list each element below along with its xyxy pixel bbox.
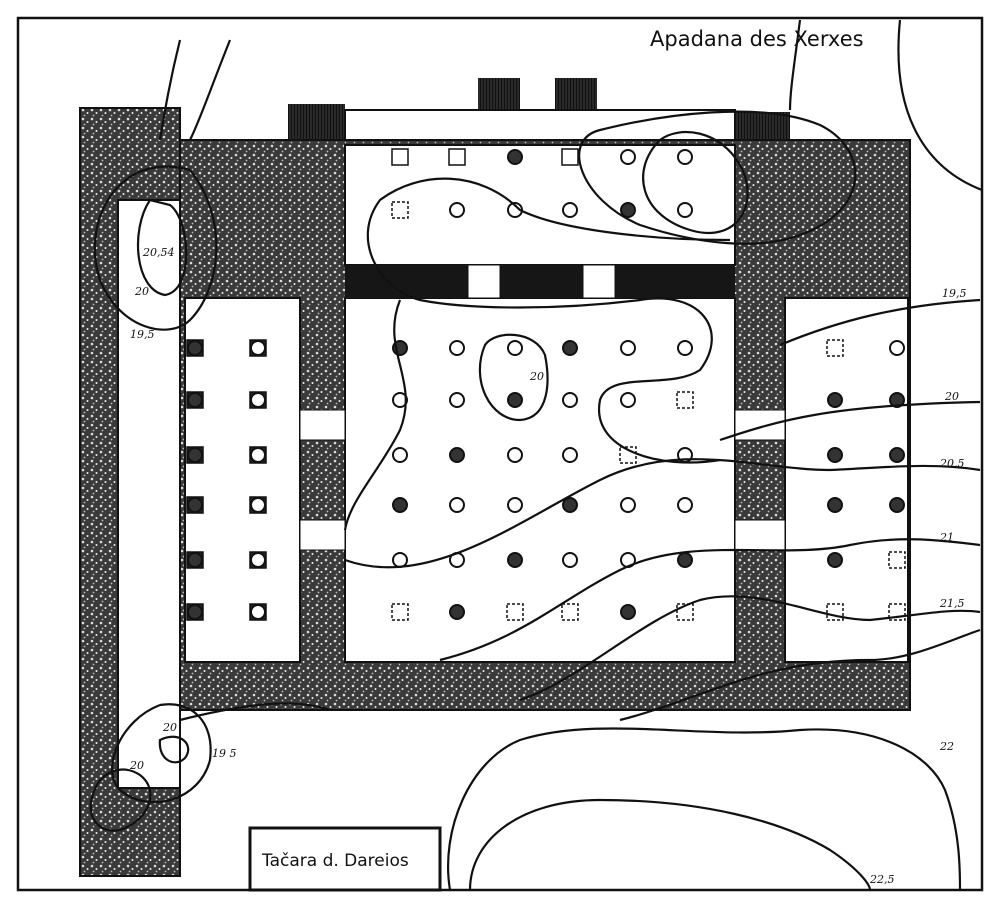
column-socket <box>561 148 579 166</box>
contour-label: 20,5 <box>939 457 965 470</box>
column-base <box>392 447 408 463</box>
column-socket <box>391 201 409 219</box>
stairs <box>288 78 790 143</box>
column-base <box>187 392 203 408</box>
column-base <box>250 447 266 463</box>
contour-labels: 20,54 20 19,5 20 20 20 19 5 19,5 20 20,5… <box>129 246 967 886</box>
column-base <box>827 552 843 568</box>
column-base <box>562 497 578 513</box>
column-base <box>449 604 465 620</box>
contour-label: 20 <box>134 285 149 298</box>
column-socket <box>826 339 844 357</box>
tacara-building: Tačara d. Dareios <box>248 826 442 892</box>
column-base <box>250 497 266 513</box>
column-base <box>449 392 465 408</box>
contour-lines <box>89 19 983 891</box>
column-base <box>187 497 203 513</box>
column-base <box>507 447 523 463</box>
column-base <box>889 392 905 408</box>
column-base <box>449 447 465 463</box>
column-socket <box>676 391 694 409</box>
column-base <box>677 340 693 356</box>
column-base <box>392 392 408 408</box>
column-base <box>449 497 465 513</box>
column-base <box>250 340 266 356</box>
column-base <box>392 552 408 568</box>
west-hall <box>184 297 301 663</box>
column-base <box>677 202 693 218</box>
column-base <box>392 497 408 513</box>
column-base <box>827 447 843 463</box>
west-corridor <box>79 107 181 877</box>
building-label: Tačara d. Dareios <box>261 851 409 871</box>
column-base <box>562 552 578 568</box>
contour-label: 22,5 <box>869 873 895 886</box>
palace-walls <box>179 139 911 711</box>
hypostyle-hall <box>344 297 736 663</box>
column-base <box>562 340 578 356</box>
contour-label: 19 5 <box>212 747 237 760</box>
column-base <box>562 447 578 463</box>
column-base <box>507 497 523 513</box>
column-base <box>620 340 636 356</box>
contour-label: 20 <box>944 390 959 403</box>
column-socket <box>448 148 466 166</box>
column-base <box>827 392 843 408</box>
column-base <box>507 552 523 568</box>
column-base <box>449 202 465 218</box>
column-base <box>250 604 266 620</box>
column-base <box>562 392 578 408</box>
column-base <box>620 604 636 620</box>
column-socket <box>888 551 906 569</box>
column-base <box>449 340 465 356</box>
column-base <box>889 497 905 513</box>
contour-label: 22 <box>939 740 954 753</box>
column-base <box>507 149 523 165</box>
column-base <box>889 447 905 463</box>
column-base <box>562 202 578 218</box>
contour-label: 19,5 <box>130 328 155 341</box>
column-base <box>507 392 523 408</box>
contour-label: 20 <box>162 721 177 734</box>
column-socket <box>561 603 579 621</box>
column-base <box>677 552 693 568</box>
column-base <box>187 340 203 356</box>
column-bases <box>186 148 906 621</box>
column-base <box>827 497 843 513</box>
east-hall <box>784 297 909 663</box>
column-base <box>187 552 203 568</box>
column-base <box>620 497 636 513</box>
column-base <box>620 202 636 218</box>
contour-label: 19,5 <box>942 287 967 300</box>
plan-title: Apadana des Xerxes <box>650 27 864 51</box>
column-base <box>677 497 693 513</box>
column-socket <box>506 603 524 621</box>
column-base <box>507 340 523 356</box>
contour-label: 20 <box>129 759 144 772</box>
column-base <box>677 149 693 165</box>
column-base <box>187 604 203 620</box>
column-base <box>250 392 266 408</box>
contour-label: 20 <box>529 370 544 383</box>
column-base <box>250 552 266 568</box>
column-base <box>187 447 203 463</box>
contour-label: 20,54 <box>142 246 175 259</box>
column-socket <box>391 148 409 166</box>
contour-label: 21 <box>939 531 954 544</box>
column-base <box>620 149 636 165</box>
column-socket <box>391 603 409 621</box>
column-base <box>620 392 636 408</box>
column-base <box>889 340 905 356</box>
contour-label: 21,5 <box>939 597 965 610</box>
